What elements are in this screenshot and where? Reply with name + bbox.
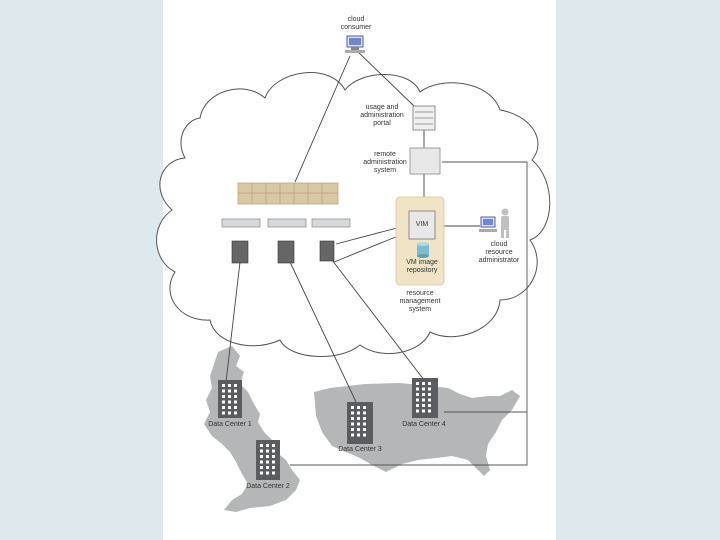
cloud-resource-admin-label: cloud resource administrator	[478, 241, 520, 264]
remote-admin-label: remote administration system	[363, 151, 407, 174]
server3-dc4-line	[331, 259, 425, 381]
admin-person-icon	[501, 208, 509, 238]
resource-management-label: resource management system	[399, 290, 441, 313]
portal-server-icon	[412, 105, 436, 131]
admin-connector-line	[290, 161, 528, 466]
cloud-consumer-computer-icon	[345, 35, 365, 53]
vm-image-repository-label: VM image repository	[406, 259, 438, 274]
vim-label: VIM	[415, 221, 429, 228]
consumer-server-line	[294, 55, 351, 183]
rack-server-icons	[221, 218, 351, 228]
admin-computer-icon	[479, 216, 497, 232]
remote-admin-server-icon	[409, 147, 441, 175]
server1-dc1-line	[225, 261, 241, 383]
server2-dc3-line	[289, 261, 358, 405]
data-center-1-label: Data Center 1	[208, 421, 252, 428]
physical-server-icons	[231, 240, 335, 264]
vim-box	[408, 210, 436, 240]
left-background-panel	[0, 0, 163, 540]
data-center-4-label: Data Center 4	[402, 421, 446, 428]
virtual-server-cluster-icon	[237, 182, 339, 205]
cloud-consumer-label: cloud consumer	[340, 16, 372, 31]
consumer-portal-line	[355, 49, 415, 107]
vm-image-repository-icon	[417, 242, 429, 258]
data-center-3-label: Data Center 3	[338, 446, 382, 453]
cloud-outline	[156, 72, 551, 357]
portal-label: usage and administration portal	[360, 104, 404, 127]
data-center-2-label: Data Center 2	[246, 483, 290, 490]
right-background-panel	[556, 0, 720, 540]
building-windows	[222, 382, 431, 475]
